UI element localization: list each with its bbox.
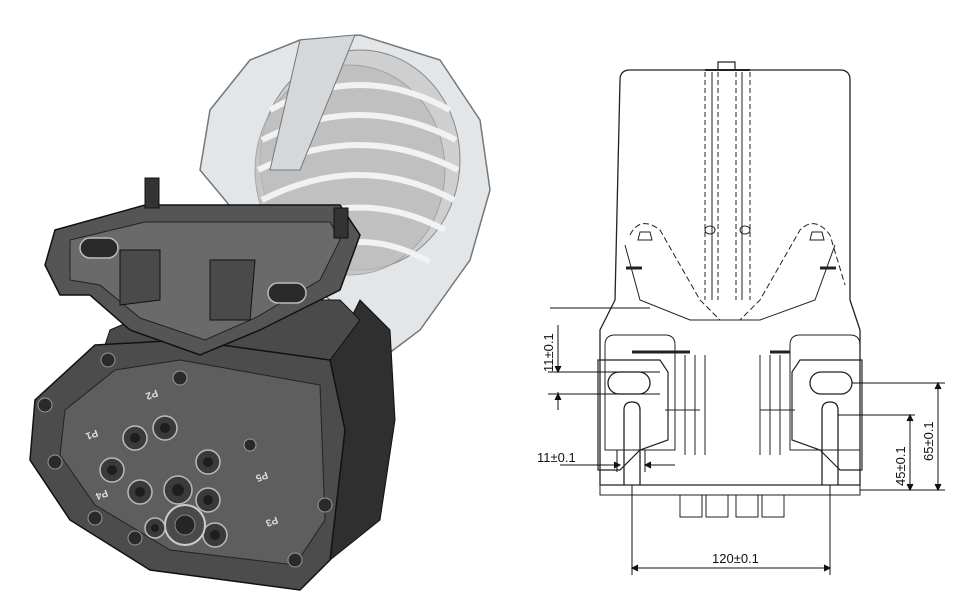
fitting — [99, 457, 125, 483]
bottom-connector — [761, 494, 785, 518]
fitting — [144, 517, 166, 539]
bottom-connector — [679, 494, 703, 518]
pump-render: P2 P1 P4 P5 P3 — [29, 34, 491, 591]
pump-housing — [29, 299, 396, 591]
dim-hole-spacing: 120±0.1 — [712, 551, 759, 566]
fitting — [195, 449, 221, 475]
dim-slot-center-height: 45±0.1 — [893, 446, 908, 486]
cover-outline — [599, 69, 861, 486]
port-label-p5: P5 — [254, 469, 270, 484]
main-outlet — [164, 504, 206, 546]
port-label-p4: P4 — [94, 487, 110, 502]
right-mounting-slot — [809, 371, 853, 395]
fittings — [99, 415, 228, 548]
mounting-bracket — [44, 177, 361, 356]
fitting — [127, 479, 153, 505]
fitting — [202, 522, 228, 548]
fitting — [152, 415, 178, 441]
dim-slot-height: 11±0.1 — [541, 333, 556, 372]
fitting — [195, 487, 221, 513]
port-label-p2: P2 — [144, 387, 160, 402]
dimension-lines — [548, 307, 945, 575]
fitting — [163, 475, 193, 505]
dim-overall-height: 65±0.1 — [921, 421, 936, 461]
bottom-connector — [705, 494, 729, 518]
fitting — [122, 425, 148, 451]
dim-slot-width: 11±0.1 — [537, 450, 576, 465]
left-mounting-slot — [607, 371, 651, 395]
port-label-p3: P3 — [264, 514, 280, 529]
port-label-p1: P1 — [84, 427, 100, 442]
bottom-connector — [735, 494, 759, 518]
technical-drawing — [597, 61, 863, 518]
